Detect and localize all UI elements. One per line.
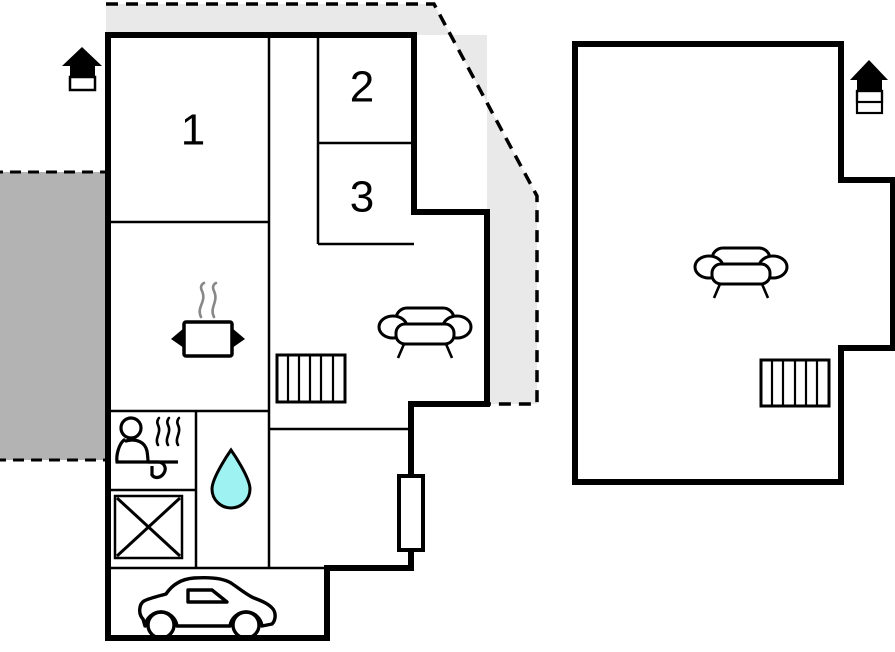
staircase-icon — [275, 353, 347, 404]
cooking-pot-icon — [171, 281, 245, 358]
door-opening-icon — [397, 474, 425, 552]
upper-floor-plan — [572, 41, 895, 485]
ground-floor-plan: 1 2 3 — [62, 32, 490, 641]
ground-floor-footprint — [108, 35, 487, 638]
ground-floor-interior-walls — [108, 35, 414, 570]
room-number-2: 2 — [350, 63, 374, 112]
staircase-icon — [759, 358, 831, 408]
room-number-3: 3 — [350, 173, 374, 222]
room-number-1: 1 — [181, 106, 205, 155]
terrace-area — [0, 170, 109, 462]
cross-box-icon — [113, 494, 184, 560]
water-drop-icon — [210, 447, 252, 510]
ground-floor-outer-wall — [105, 32, 490, 641]
upper-floor-outer-wall — [572, 41, 895, 485]
balcony-outline — [106, 2, 539, 406]
sofa-icon — [377, 306, 473, 359]
house-icon — [850, 60, 888, 115]
sauna-icon — [115, 416, 181, 480]
sofa-icon — [693, 246, 789, 299]
house-icon — [62, 47, 102, 92]
car-icon — [138, 575, 277, 640]
